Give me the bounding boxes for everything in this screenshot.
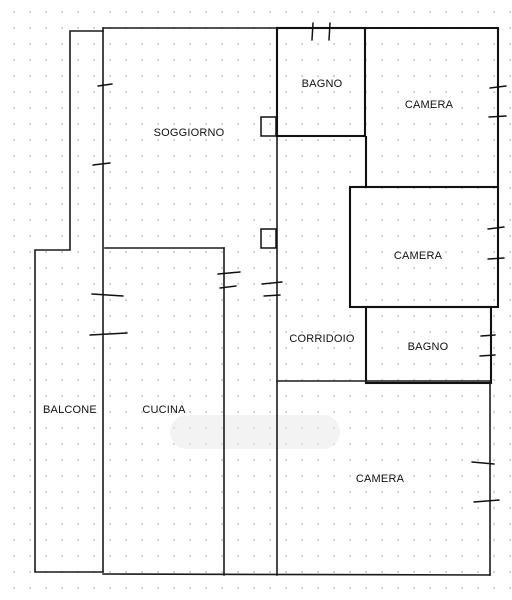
pillar-lower xyxy=(260,228,277,249)
room-label-camera-top: CAMERA xyxy=(405,99,454,111)
room-labels: SOGGIORNO BAGNO CAMERA CAMERA CORRIDOIO … xyxy=(43,78,454,485)
pillar-upper xyxy=(260,116,277,137)
wall-camera-bottom xyxy=(276,380,491,576)
tick xyxy=(263,294,281,297)
tick xyxy=(471,461,495,465)
room-label-soggiorno: SOGGIORNO xyxy=(154,127,225,139)
tick xyxy=(219,285,237,289)
tick xyxy=(91,293,124,297)
wall-camera-middle xyxy=(348,185,500,309)
tick xyxy=(97,83,113,87)
tick xyxy=(480,334,496,337)
wall-bottom xyxy=(102,573,491,576)
tick xyxy=(487,257,505,260)
wall-left-strip xyxy=(34,30,104,573)
tick xyxy=(311,22,314,41)
watermark-smudge xyxy=(170,415,340,449)
tick xyxy=(261,281,283,285)
room-label-bagno-bottom: BAGNO xyxy=(408,341,449,353)
walls xyxy=(34,26,500,576)
tick xyxy=(217,271,241,275)
tick xyxy=(487,226,505,230)
tick xyxy=(473,499,500,503)
tick xyxy=(479,354,496,357)
wall-bagno-top xyxy=(275,26,367,138)
room-label-cucina: CUCINA xyxy=(142,404,186,416)
wall-bagno-bottom xyxy=(364,305,493,385)
tick xyxy=(489,85,507,89)
opening-ticks xyxy=(89,22,507,503)
tick xyxy=(92,162,111,166)
tick xyxy=(328,22,331,41)
room-label-balcone: BALCONE xyxy=(43,404,97,416)
tick xyxy=(89,332,128,336)
room-label-camera-bottom: CAMERA xyxy=(356,473,405,485)
room-label-corridoio: CORRIDOIO xyxy=(289,333,355,345)
room-label-bagno-top: BAGNO xyxy=(302,78,343,90)
tick xyxy=(488,115,507,118)
room-label-camera-middle: CAMERA xyxy=(394,250,443,262)
